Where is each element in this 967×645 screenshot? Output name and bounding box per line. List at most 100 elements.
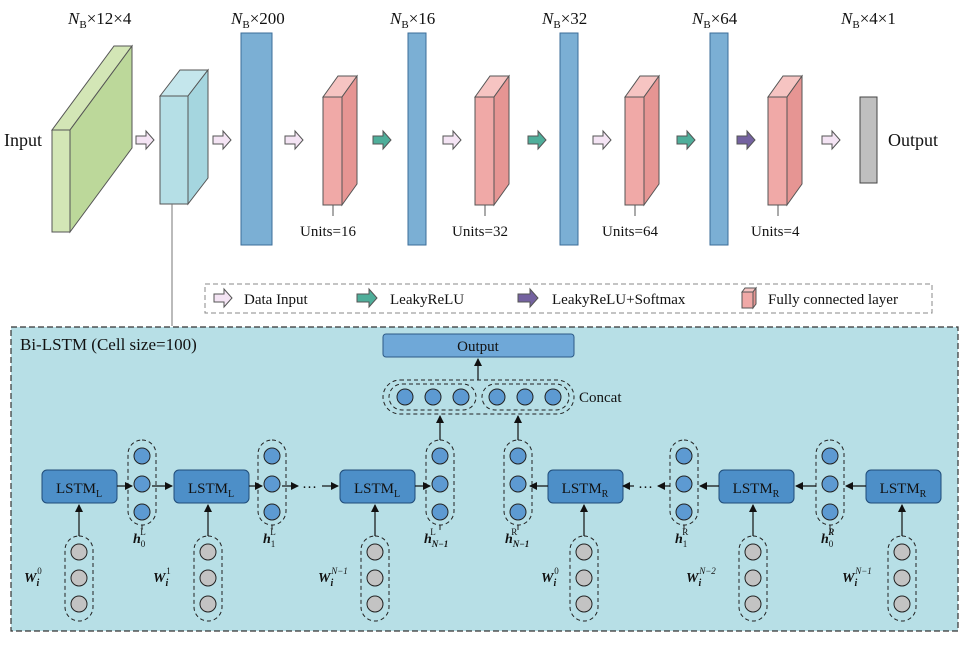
legend-leaky-relu-swatch bbox=[356, 287, 378, 309]
hidden-column-h1-right bbox=[669, 439, 699, 526]
bilstm-title: Bi-LSTM (Cell size=100) bbox=[20, 335, 197, 354]
arrow-data-input-1 bbox=[135, 129, 155, 151]
weight-labels: Wi0 Wi1 WiN−1 Wi0 WiN−2 WiN−1 bbox=[24, 566, 872, 589]
concat-node bbox=[544, 388, 562, 406]
input-label: Input bbox=[4, 130, 42, 150]
hidden-label: h1R bbox=[675, 527, 688, 549]
arrow-data-input-3 bbox=[284, 129, 304, 151]
hidden-state-columns bbox=[127, 439, 845, 526]
bilstm-panel-bg bbox=[10, 326, 959, 632]
dense-layer-200 bbox=[240, 32, 273, 246]
weight-column bbox=[360, 504, 390, 622]
output-label: Output bbox=[888, 130, 938, 150]
legend-leaky-relu-label: LeakyReLU bbox=[390, 292, 464, 308]
weight-label: WiN−2 bbox=[686, 566, 716, 589]
weight-label: Wi0 bbox=[24, 566, 42, 589]
svg-text:LSTML: LSTML bbox=[188, 481, 234, 500]
concat-node bbox=[396, 388, 414, 406]
bilstm-panel: Bi-LSTM (Cell size=100) Output Concat LS… bbox=[10, 326, 959, 632]
shape-labels: NB×12×4 NB×200 NB×16 NB×32 NB×64 NB×4×1 bbox=[67, 9, 896, 31]
shape-label-input: NB×12×4 bbox=[67, 9, 132, 31]
legend-data-input-swatch bbox=[213, 287, 233, 309]
legend: Data Input LeakyReLU LeakyReLU+Softmax F… bbox=[204, 283, 933, 314]
hidden-label-leaders bbox=[141, 525, 831, 530]
hidden-column-h0-right bbox=[815, 439, 845, 526]
svg-text:LSTML: LSTML bbox=[354, 481, 400, 500]
concat-node bbox=[488, 388, 506, 406]
svg-text:LSTMR: LSTMR bbox=[733, 481, 780, 500]
top-network: NB×12×4 NB×200 NB×16 NB×32 NB×64 NB×4×1 … bbox=[4, 9, 938, 326]
units-label-32: Units=32 bbox=[452, 224, 508, 240]
concat-outer-dashed bbox=[382, 379, 575, 415]
hidden-label: hN−1L bbox=[424, 527, 448, 549]
weight-column bbox=[193, 504, 223, 622]
weight-label: Wi0 bbox=[541, 566, 559, 589]
svg-text:LSTMR: LSTMR bbox=[880, 481, 927, 500]
hidden-column-h1-left bbox=[257, 439, 287, 526]
hidden-column-h0-left bbox=[127, 439, 157, 526]
arrow-data-input-5 bbox=[592, 129, 612, 151]
legend-softmax-swatch bbox=[517, 287, 539, 309]
dense-layer-16 bbox=[407, 32, 427, 246]
units-label-16: Units=16 bbox=[300, 224, 356, 240]
hidden-column-hN1-left bbox=[425, 439, 455, 526]
weight-column bbox=[64, 504, 94, 622]
ellipsis-left: ··· bbox=[302, 480, 317, 496]
bilstm-output-label: Output bbox=[457, 339, 500, 355]
fc-block-16 bbox=[322, 74, 358, 207]
shape-label-dense-32: NB×32 bbox=[541, 9, 587, 31]
arrow-leaky-relu-2 bbox=[527, 129, 547, 151]
concat-node bbox=[424, 388, 442, 406]
units-labels: Units=16 Units=32 Units=64 Units=4 bbox=[300, 205, 800, 240]
units-label-4: Units=4 bbox=[751, 224, 800, 240]
legend-data-input-label: Data Input bbox=[244, 292, 309, 308]
shape-label-dense-200: NB×200 bbox=[230, 9, 285, 31]
concat-left-dashed bbox=[388, 383, 477, 411]
bilstm-output-box bbox=[382, 333, 575, 358]
arrow-data-input-6 bbox=[821, 129, 841, 151]
weight-label: Wi1 bbox=[153, 566, 171, 589]
fc-block-4 bbox=[767, 74, 803, 207]
concat-group bbox=[382, 379, 575, 415]
hidden-label: h0L bbox=[133, 527, 146, 549]
dense-layer-64 bbox=[709, 32, 729, 246]
hidden-label: hN−1R bbox=[505, 527, 529, 549]
ellipsis-right: ··· bbox=[638, 480, 653, 496]
shape-label-output: NB×4×1 bbox=[840, 9, 896, 31]
shape-label-dense-64: NB×64 bbox=[691, 9, 738, 31]
fc-block-64 bbox=[624, 74, 660, 207]
arrow-data-input-2 bbox=[212, 129, 232, 151]
svg-text:LSTML: LSTML bbox=[56, 481, 102, 500]
weight-column bbox=[887, 504, 917, 622]
lstm-layer-block bbox=[158, 68, 210, 206]
arrow-leaky-relu-3 bbox=[676, 129, 696, 151]
svg-text:LSTMR: LSTMR bbox=[562, 481, 609, 500]
shape-label-dense-16: NB×16 bbox=[389, 9, 435, 31]
arrow-leaky-relu-softmax bbox=[736, 129, 756, 151]
weight-label: WiN−1 bbox=[842, 566, 872, 589]
concat-node bbox=[516, 388, 534, 406]
hidden-label: h0R bbox=[821, 527, 834, 549]
weight-column bbox=[738, 504, 768, 622]
arrow-leaky-relu-1 bbox=[372, 129, 392, 151]
weight-column bbox=[569, 504, 599, 622]
weight-label: WiN−1 bbox=[318, 566, 348, 589]
output-block bbox=[859, 96, 878, 184]
units-label-64: Units=64 bbox=[602, 224, 658, 240]
concat-right-dashed bbox=[481, 383, 570, 411]
weight-columns bbox=[64, 504, 917, 622]
arrow-data-input-4 bbox=[442, 129, 462, 151]
input-tensor bbox=[51, 44, 133, 234]
legend-fc-label: Fully connected layer bbox=[768, 292, 898, 308]
hidden-label: h1L bbox=[263, 527, 276, 549]
flow-arrows bbox=[135, 129, 841, 151]
lstm-cells: LSTML LSTML LSTML LSTMR LSTMR LSTMR bbox=[41, 469, 942, 504]
fc-block-32 bbox=[474, 74, 510, 207]
hidden-labels: h0L h1L hN−1L hN−1R h1R h0R bbox=[133, 527, 834, 549]
concat-label: Concat bbox=[579, 390, 622, 406]
legend-fc-swatch bbox=[741, 286, 757, 310]
dense-layer-32 bbox=[559, 32, 579, 246]
concat-node bbox=[452, 388, 470, 406]
legend-softmax-label: LeakyReLU+Softmax bbox=[552, 292, 686, 308]
